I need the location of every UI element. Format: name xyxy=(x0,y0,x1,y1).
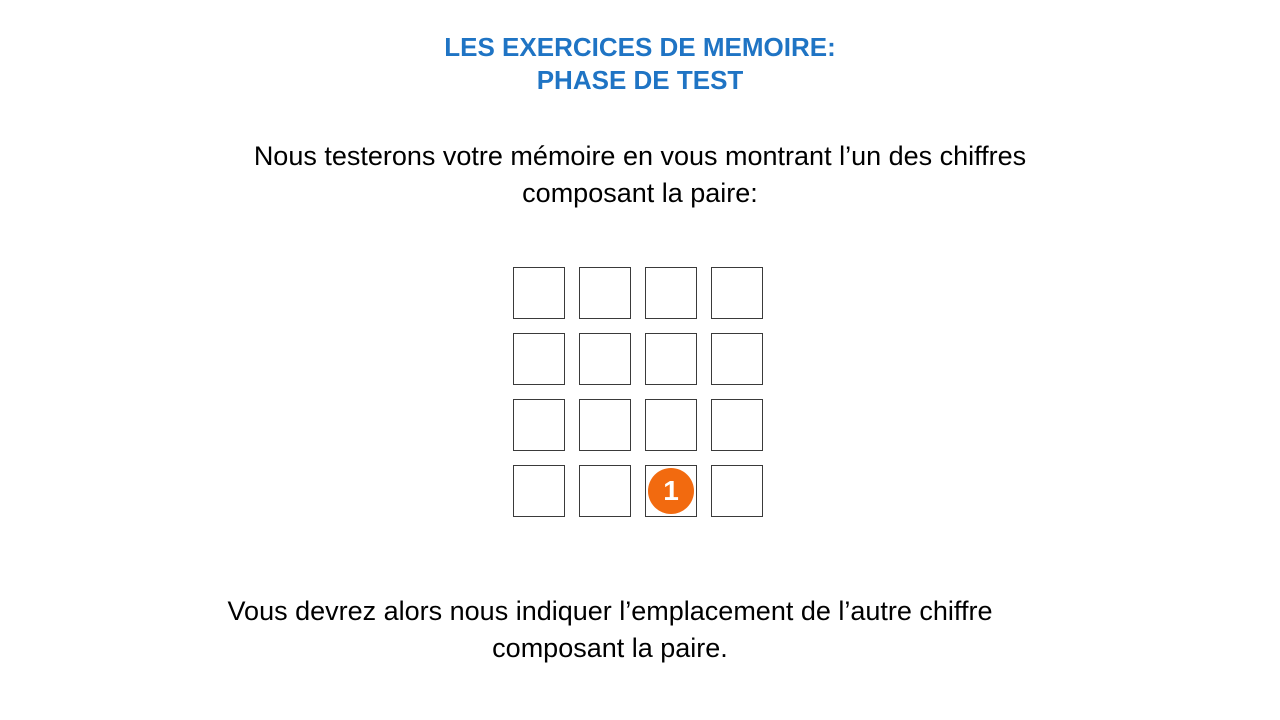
grid-cell[interactable] xyxy=(579,465,631,517)
grid-cell[interactable] xyxy=(645,267,697,319)
intro-line-1: Nous testerons votre mémoire en vous mon… xyxy=(253,141,1027,171)
grid-cell[interactable] xyxy=(579,333,631,385)
outro-line-1: Vous devrez alors nous indiquer l’emplac… xyxy=(227,596,993,626)
grid-cell[interactable] xyxy=(513,267,565,319)
intro-text: Nous testerons votre mémoire en vous mon… xyxy=(0,138,1280,212)
grid-cell[interactable]: 1 xyxy=(645,465,697,517)
slide-title: LES EXERCICES DE MEMOIRE: PHASE DE TEST xyxy=(0,31,1280,97)
grid-cell[interactable] xyxy=(711,267,763,319)
title-line-1: LES EXERCICES DE MEMOIRE: xyxy=(444,32,836,62)
outro-line-2: composant la paire. xyxy=(492,633,728,663)
grid-cell[interactable] xyxy=(645,333,697,385)
grid-cell[interactable] xyxy=(645,399,697,451)
outro-text: Vous devrez alors nous indiquer l’emplac… xyxy=(0,593,1220,667)
grid-cell[interactable] xyxy=(513,333,565,385)
grid-cell[interactable] xyxy=(513,399,565,451)
grid-cell[interactable] xyxy=(711,399,763,451)
memory-grid: 1 xyxy=(513,267,765,519)
grid-cell[interactable] xyxy=(579,267,631,319)
grid-cell[interactable] xyxy=(513,465,565,517)
title-line-2: PHASE DE TEST xyxy=(536,65,744,95)
grid-cell[interactable] xyxy=(711,333,763,385)
intro-line-2: composant la paire: xyxy=(522,178,758,208)
digit-marker: 1 xyxy=(648,468,694,514)
grid-cell[interactable] xyxy=(711,465,763,517)
grid-cell[interactable] xyxy=(579,399,631,451)
